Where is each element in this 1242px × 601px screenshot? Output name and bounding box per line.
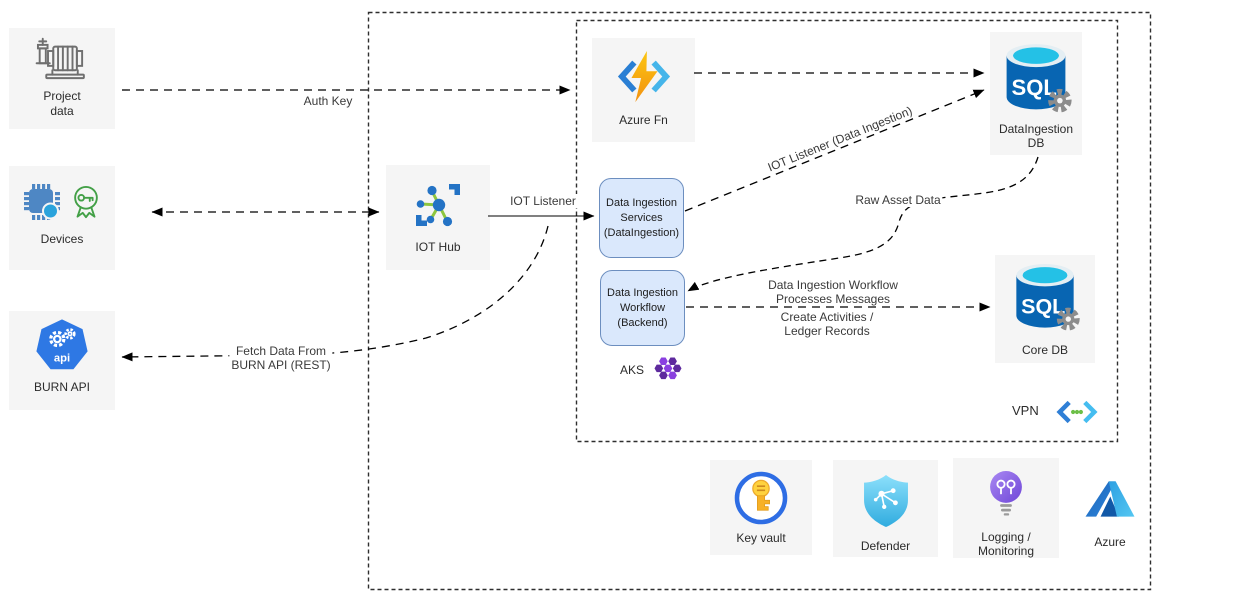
vpn-gateway-icon xyxy=(1056,400,1098,424)
services-line-3: (DataIngestion) xyxy=(603,226,680,239)
node-label-azure: Azure xyxy=(1094,535,1126,549)
edge-label-iot-listener: IOT Listener xyxy=(508,194,578,208)
node-key-vault: Key vault xyxy=(710,460,812,555)
node-core-db: SQL Core DB xyxy=(995,255,1095,363)
sql-icon-text: SQL xyxy=(1021,295,1065,319)
workflow-line-1: Data Ingestion xyxy=(607,286,678,299)
workflow-messages-line-1: Data Ingestion Workflow xyxy=(768,278,898,292)
edge-label-auth-key: Auth Key xyxy=(301,94,355,108)
node-label-iot-hub: IOT Hub xyxy=(415,240,461,254)
node-burn-api: api BURN API xyxy=(9,311,115,410)
node-label-key-vault: Key vault xyxy=(736,531,786,545)
create-activities-line-1: Create Activities / xyxy=(780,310,874,324)
node-project-data: Project data xyxy=(9,28,115,129)
azure-functions-icon xyxy=(617,50,670,103)
edge-label-raw-asset-data: Raw Asset Data xyxy=(853,193,943,207)
api-icon-text: api xyxy=(54,353,70,365)
logging-line-1: Logging / xyxy=(981,530,1031,544)
edge-label-create-activities: Create Activities / Ledger Records xyxy=(778,310,876,338)
workflow-messages-line-2: Processes Messages xyxy=(775,292,891,306)
dataingestion-db-line-1: DataIngestion xyxy=(998,122,1074,136)
node-label-azure-fn: Azure Fn xyxy=(619,113,668,127)
vpn-label: VPN xyxy=(1012,403,1039,418)
iot-device-chip-icon xyxy=(23,184,60,220)
node-label-dataingestion-db: DataIngestion DB xyxy=(999,122,1073,150)
node-logging: Logging / Monitoring xyxy=(953,458,1059,558)
kubernetes-api-icon: api xyxy=(36,319,88,370)
node-label-project-data: Project data xyxy=(43,89,81,118)
node-label-logging: Logging / Monitoring xyxy=(978,530,1034,558)
node-azure: Azure xyxy=(1082,473,1138,550)
node-azure-fn: Azure Fn xyxy=(592,38,695,142)
edge-label-workflow-messages: Data Ingestion Workflow Processes Messag… xyxy=(766,278,900,306)
azure-logo-icon xyxy=(1085,481,1135,517)
key-vault-icon xyxy=(734,471,788,525)
services-line-2: Services xyxy=(620,211,663,224)
node-defender: Defender xyxy=(833,460,938,557)
node-dataingestion-db: SQL DataIngestion DB xyxy=(990,32,1082,155)
node-data-ingestion-services: Data Ingestion Services (DataIngestion) xyxy=(599,178,684,258)
industrial-pump-icon xyxy=(35,37,85,80)
edge-raw-asset-data xyxy=(687,156,1039,292)
logging-line-2: Monitoring xyxy=(977,544,1035,558)
workflow-line-3: (Backend) xyxy=(617,316,668,329)
dataingestion-db-line-2: DB xyxy=(1027,136,1045,150)
certificate-key-icon xyxy=(73,185,98,218)
node-label-core-db: Core DB xyxy=(1021,343,1068,357)
aks-cluster-icon xyxy=(654,357,682,380)
node-iot-hub: IOT Hub xyxy=(386,165,490,270)
defender-shield-icon xyxy=(863,475,908,527)
node-aks: AKS xyxy=(620,356,683,384)
fetch-burn-line-1: Fetch Data From xyxy=(235,344,327,358)
azure-sql-database-icon: SQL xyxy=(1006,44,1072,113)
edge-label-iot-listener-di: IOT Listener (Data Ingestion) xyxy=(763,102,917,176)
node-label-burn-api: BURN API xyxy=(33,380,90,394)
node-label-aks: AKS xyxy=(620,362,645,377)
iot-hub-icon xyxy=(416,184,460,227)
workflow-line-2: Workflow xyxy=(619,301,666,314)
monitor-bulb-icon xyxy=(990,471,1022,516)
node-label-devices: Devices xyxy=(40,232,84,246)
node-data-ingestion-workflow: Data Ingestion Workflow (Backend) xyxy=(600,270,685,346)
node-label-defender: Defender xyxy=(860,539,911,553)
node-devices: Devices xyxy=(9,166,115,270)
services-line-1: Data Ingestion xyxy=(606,196,677,209)
edge-label-fetch-burn: Fetch Data From BURN API (REST) xyxy=(229,344,333,372)
create-activities-line-2: Ledger Records xyxy=(784,324,870,338)
azure-sql-database-icon: SQL xyxy=(1016,264,1080,331)
fetch-burn-line-2: BURN API (REST) xyxy=(231,358,331,372)
